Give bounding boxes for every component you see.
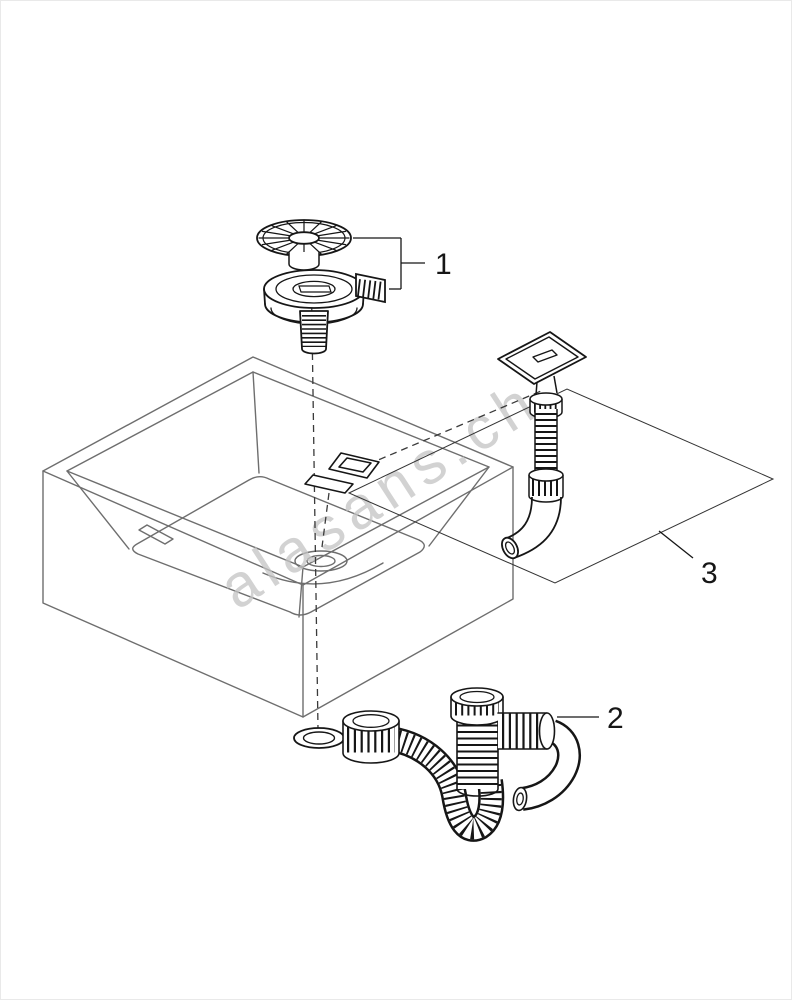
sink-bottom-slope <box>262 562 384 585</box>
strainer-cap-stem <box>288 251 320 271</box>
part1-label: 1 <box>435 248 452 281</box>
drain-clip-frame-inner <box>338 457 372 473</box>
drain-clip-plate <box>304 474 354 494</box>
overflow-plate-slot <box>532 349 558 363</box>
overflow-nut-top <box>528 468 564 482</box>
trap-topnut-opening <box>459 690 495 704</box>
strainer-body-ring2 <box>292 280 336 298</box>
trap-inlet-nut-top <box>342 710 400 732</box>
sink-rim-notch <box>138 524 174 545</box>
drain-clips <box>304 452 380 494</box>
part3-plane <box>347 388 775 584</box>
trap-inlet-nut-opening <box>352 714 390 728</box>
part3-lead-line <box>658 530 694 559</box>
drain-clip-frame <box>328 452 380 479</box>
part1-strainer <box>256 219 386 355</box>
trap-rightnut-sides <box>497 712 548 750</box>
part3-overflow <box>497 331 587 560</box>
overflow-plate <box>497 331 587 385</box>
strainer-cap-hub <box>288 231 320 245</box>
trap-inlet-nut-sides <box>342 720 400 764</box>
overflow-outlet-inner <box>504 541 516 555</box>
part2-label: 2 <box>607 702 624 735</box>
overflow-elbow-left <box>506 496 533 539</box>
trap-rightnut-cap <box>538 712 556 750</box>
sink-wall-back <box>252 371 260 474</box>
sink-basin-bottom <box>132 476 425 616</box>
overflow-neck-right <box>553 375 558 394</box>
strainer-tail-fill <box>300 311 328 349</box>
trap-pipe-ribs <box>388 728 502 840</box>
overflow-plate-inner <box>505 336 579 380</box>
sink-drain-hole <box>306 554 336 568</box>
overflow-neck-left <box>535 381 538 396</box>
sink-body-right <box>302 466 514 718</box>
trap-gasket-inner <box>302 731 336 745</box>
trap-topnut-top <box>450 687 504 707</box>
strainer-body-slot <box>298 285 332 293</box>
watermark: alasans.ch <box>208 366 552 622</box>
part3-label: 3 <box>701 557 718 590</box>
strainer-tailpiece <box>299 310 329 355</box>
sink-drain-recess <box>294 550 348 572</box>
trap-elbow-outlet <box>512 786 528 812</box>
sink <box>42 356 514 718</box>
strainer-knob <box>355 272 386 304</box>
sink-wall-front <box>298 566 304 618</box>
overflow-hose-sides <box>534 409 558 471</box>
overflow-elbow-right <box>513 496 562 559</box>
strainer-body-side-left <box>263 288 266 305</box>
part1-callout <box>353 237 425 290</box>
strainer-knob-knurl <box>356 279 385 300</box>
overflow-topnut-top <box>529 392 563 406</box>
drain-guide-line <box>321 492 330 548</box>
strainer-body <box>263 269 365 309</box>
trap-elbow-interior <box>520 722 579 809</box>
part2-trap <box>293 687 581 842</box>
sink-wall-left <box>66 470 130 550</box>
strainer-body-ring1 <box>275 274 353 304</box>
sink-body-left <box>42 470 304 718</box>
overflow-guide-line <box>356 390 542 470</box>
trap-gasket <box>293 727 345 749</box>
trap-elbow-outlet-inner <box>516 792 524 806</box>
